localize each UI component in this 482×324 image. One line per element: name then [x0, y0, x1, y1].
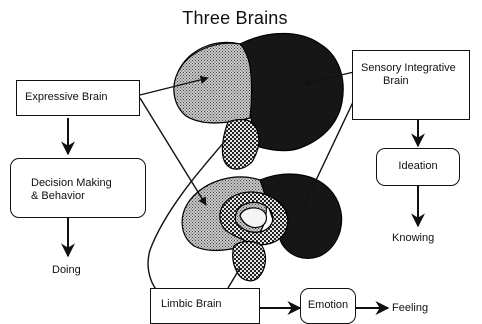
ideation-box: Ideation — [376, 148, 460, 186]
ideation-label: Ideation — [398, 160, 437, 172]
expressive-brain-box: Expressive Brain — [16, 80, 140, 116]
lateral-brain-illustration — [174, 34, 343, 170]
knowing-label: Knowing — [392, 232, 434, 245]
decision-making-label-line1: Decision Making — [31, 177, 145, 190]
decision-making-label-line2: & Behavior — [31, 190, 145, 203]
decision-making-box: Decision Making & Behavior — [10, 158, 146, 218]
diagram-title: Three Brains — [150, 8, 320, 29]
limbic-brain-label: Limbic Brain — [161, 298, 222, 310]
lateral-brain-limbic-region — [222, 120, 259, 170]
sensory-integrative-brain-label-line2: Brain — [361, 75, 469, 88]
limbic-brain-box: Limbic Brain — [150, 288, 260, 324]
sensory-integrative-brain-label-line1: Sensory Integrative — [361, 62, 469, 75]
doing-label: Doing — [52, 264, 81, 277]
medial-brain-illustration — [182, 174, 342, 281]
limbic-medial-line — [228, 268, 240, 288]
emotion-box: Emotion — [300, 288, 356, 324]
feeling-label: Feeling — [392, 302, 428, 315]
medial-brain-stem — [233, 242, 266, 281]
sensory-integrative-brain-box: Sensory Integrative Brain — [352, 50, 470, 120]
emotion-label: Emotion — [308, 299, 348, 311]
expressive-brain-label: Expressive Brain — [25, 91, 108, 103]
